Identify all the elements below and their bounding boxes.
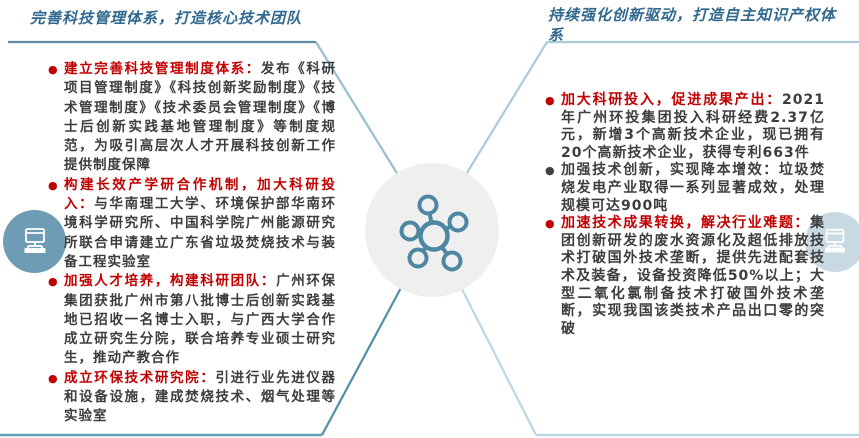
- bullet-dot-icon: ●: [545, 94, 556, 107]
- bullet-item: ● 加速技术成果转换，解决行业难题：集团创新研发的废水资源化及超低排放技术打破国外…: [543, 215, 825, 338]
- bullet-dot-icon: ●: [545, 217, 556, 231]
- bullet-lead: 加强技术创新，实现降本增效：: [561, 162, 779, 179]
- bullet-lead: 加强人才培养，构建科研团队：: [64, 273, 277, 290]
- left-bullet-list: ● 建立完善科技管理制度体系：发布《科研项目管理制度》《科技创新奖励制度》《技术管…: [46, 60, 336, 427]
- bullet-item: ● 构建长效产学研合作机制，加大科研投入：与华南理工大学、环境保护部华南环境科学研…: [46, 176, 336, 272]
- bullet-text: 垃圾焚烧发电产业取得一系列显著成效，处理规模可达900吨: [561, 162, 825, 214]
- left-panel: ● 建立完善科技管理制度体系：发布《科研项目管理制度》《科技创新奖励制度》《技术管…: [46, 60, 336, 427]
- right-panel-title: 持续强化创新驱动，打造自主知识产权体系: [548, 6, 837, 44]
- right-bullet-list: ● 加大科研投入，促进成果产出：2021年广州环投集团投入科研经费2.37亿元，新…: [543, 92, 825, 338]
- bullet-text: 与华南理工大学、环境保护部华南环境科学研究所、中国科学院广州能源研究所联合申请建…: [64, 196, 337, 270]
- left-node-circle: [3, 210, 66, 273]
- bullet-text: 2021年广州环投集团投入科研经费2.37亿元，新增3个高新技术企业，现已拥有2…: [561, 92, 825, 161]
- bullet-item: ● 成立环保技术研究院：引进行业先进仪器和设备设施，建成焚烧技术、烟气处理等实验室: [46, 369, 336, 427]
- bullet-lead: 加大科研投入，促进成果产出：: [561, 92, 783, 108]
- bullet-text: 广州环保集团获批广州市第八批博士后创新实践基地已招收一名博士入职，与广西大学合作…: [64, 273, 337, 367]
- bullet-item: ● 加强技术创新，实现降本增效：垃圾焚烧发电产业取得一系列显著成效，处理规模可达9…: [543, 162, 825, 215]
- bullet-text: 发布《科研项目管理制度》《科技创新奖励制度》《技术管理制度》《技术委员会管理制度…: [64, 61, 337, 174]
- bullet-text: 集团创新研发的废水资源化及超低排放技术打破国外技术垄断，提供先进配套技术及装备，…: [561, 215, 825, 337]
- bullet-dot-icon: ●: [48, 178, 59, 192]
- bullet-item: ● 加强人才培养，构建科研团队：广州环保集团获批广州市第八批博士后创新实践基地已招…: [46, 272, 336, 368]
- bullet-lead: 构建长效产学研合作机制，加大科研投入：: [64, 176, 336, 213]
- left-panel-title: 完善科技管理体系，打造核心技术团队: [30, 9, 303, 27]
- sitemap-computer-icon: [825, 228, 845, 253]
- bullet-dot-icon: ●: [545, 164, 556, 178]
- bullet-dot-icon: ●: [48, 63, 59, 76]
- center-hub-circle: [365, 163, 499, 297]
- right-node-circle: [805, 212, 859, 272]
- bullet-lead: 建立完善科技管理制度体系：: [64, 61, 261, 77]
- sitemap-computer-icon: [24, 227, 45, 253]
- bullet-item: ● 建立完善科技管理制度体系：发布《科研项目管理制度》《科技创新奖励制度》《技术管…: [46, 60, 336, 176]
- bullet-lead: 加速技术成果转换，解决行业难题：: [561, 215, 810, 232]
- bullet-text: 引进行业先进仪器和设备设施，建成焚烧技术、烟气处理等实验室: [64, 369, 337, 425]
- right-panel: ● 加大科研投入，促进成果产出：2021年广州环投集团投入科研经费2.37亿元，新…: [543, 92, 825, 338]
- bullet-dot-icon: ●: [48, 275, 59, 289]
- bullet-dot-icon: ●: [48, 371, 59, 385]
- bullet-item: ● 加大科研投入，促进成果产出：2021年广州环投集团投入科研经费2.37亿元，新…: [543, 92, 825, 162]
- bullet-lead: 成立环保技术研究院：: [64, 369, 216, 386]
- network-molecule-icon: [399, 194, 469, 272]
